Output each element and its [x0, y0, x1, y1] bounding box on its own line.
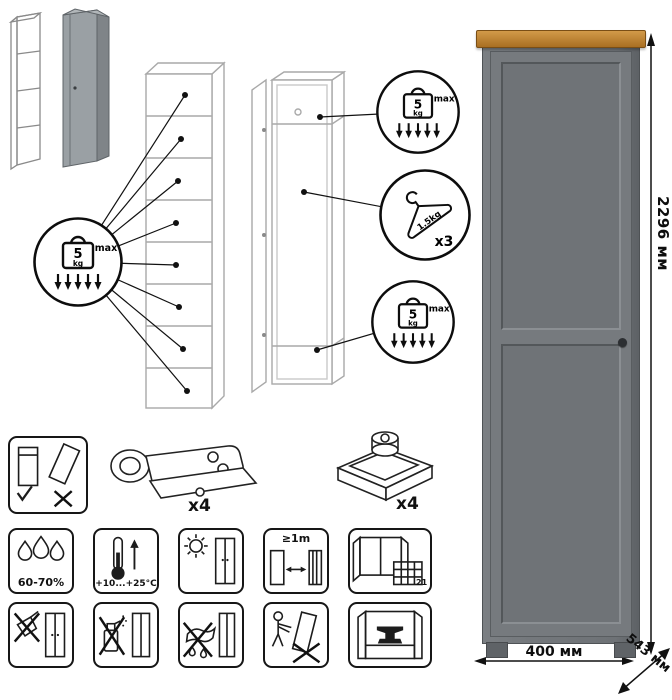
open-wardrobe-wireframe — [251, 70, 347, 394]
height-dimension-label: 2296 мм — [654, 196, 672, 271]
no-abrasive-box — [8, 602, 74, 668]
door-panel-lower — [501, 344, 621, 624]
svg-text:max: max — [434, 95, 455, 105]
load-arrows-icon — [54, 274, 102, 290]
spray-bottle-crossed-icon — [98, 612, 151, 658]
wardrobe-body — [482, 44, 640, 644]
anti-tip-warning-box — [8, 436, 88, 514]
dimension-arrows — [474, 33, 670, 694]
svg-text:x3: x3 — [435, 234, 454, 250]
water-drops-icon — [17, 535, 65, 561]
tipping-cabinet-icon — [16, 442, 81, 508]
wardrobe-door — [490, 51, 632, 637]
person-pushing-cabinet-icon — [271, 611, 321, 664]
hinge-count-label: x4 — [188, 496, 211, 516]
wet-cloth-crossed-icon — [182, 612, 236, 659]
wardrobe-foot — [486, 642, 508, 658]
no-solvent-box — [93, 602, 159, 668]
svg-text:kg: kg — [73, 259, 83, 268]
load-arrows-icon — [391, 333, 435, 349]
weight-icon: 5 kg — [61, 235, 95, 270]
shelf-cabinet-wireframe — [144, 61, 226, 410]
svg-text:5: 5 — [414, 97, 422, 111]
svg-text:5: 5 — [73, 247, 82, 262]
heat-distance-box: ≥1m — [263, 528, 329, 594]
shelf-pointer-dots — [173, 92, 190, 394]
door-panel-upper — [501, 62, 621, 330]
mini-cabinet-wireframe — [8, 11, 43, 171]
foot-count-label: x4 — [396, 494, 419, 514]
humidity-label: 60-70% — [17, 576, 65, 589]
calendar-day-label: 21 — [416, 578, 428, 587]
mini-cabinet-gray — [62, 8, 110, 168]
wardrobe-top-board — [476, 30, 646, 48]
svg-text:max: max — [429, 305, 450, 315]
calendar-icon — [392, 561, 423, 586]
wardrobe-render — [476, 30, 646, 658]
cabinet-radiator-distance-icon — [269, 549, 323, 586]
svg-text:kg: kg — [413, 109, 423, 118]
no-overload-box — [348, 602, 432, 668]
shelf-load-badge-left: 5 kg max — [32, 216, 124, 308]
no-wet-cleaning-box — [178, 602, 244, 668]
ventilation-box: 21 — [348, 528, 432, 594]
shelf-load-badge-top: 5 kg max — [375, 69, 461, 155]
svg-text:max: max — [95, 243, 117, 254]
hinge-icon — [110, 445, 258, 499]
load-arrows-icon — [396, 123, 440, 139]
wardrobe-pointer-dots — [301, 114, 323, 353]
svg-text:5: 5 — [409, 307, 417, 321]
shelf-load-badge-bottom: 5 kg max — [370, 279, 456, 365]
weight-icon: 5 kg — [402, 87, 434, 119]
sunlight-box — [178, 528, 244, 594]
wardrobe-foot — [614, 642, 636, 658]
door-knob-icon — [618, 338, 627, 347]
hanger-load-badge: 1.5kg x3 — [378, 168, 472, 262]
sun-icon — [184, 534, 208, 558]
temperature-label: +10...+25°C — [95, 579, 157, 589]
svg-text:kg: kg — [408, 319, 418, 328]
no-dragging-box — [263, 602, 329, 668]
width-dimension-label: 400 мм — [525, 644, 583, 660]
distance-label: ≥1m — [281, 532, 311, 545]
weight-icon: 5 kg — [397, 297, 429, 329]
foot-icon — [335, 431, 435, 502]
cabinet-icon — [214, 537, 236, 585]
temperature-box: +10...+25°C — [93, 528, 159, 594]
thermometer-icon — [111, 536, 139, 580]
humidity-box: 60-70% — [8, 528, 74, 594]
scraper-crossed-icon — [13, 610, 66, 658]
anvil-in-cabinet-icon — [357, 609, 423, 660]
